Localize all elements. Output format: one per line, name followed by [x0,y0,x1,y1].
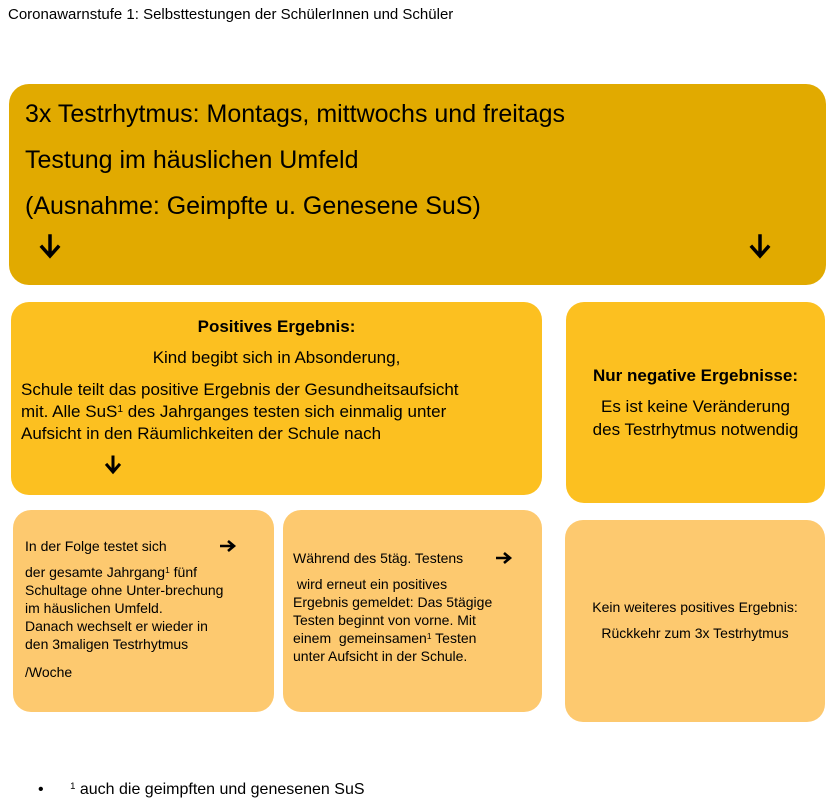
follow-up-line: /Woche [25,664,73,680]
follow-up-line: den 3maligen Testrhytmus [25,636,189,652]
testing-rhythm-box: 3x Testrhytmus: Montags, mittwochs und f… [9,84,826,285]
right-arrow-icon [496,552,513,564]
positive-line: mit. Alle SuS1 des Jahrganges testen sic… [21,402,447,421]
repeat-positive-line: Ergebnis gemeldet: Das 5tägige [293,594,493,610]
no-further-line: Kein weiteres positives Ergebnis: [592,599,798,615]
follow-up-line: der gesamte Jahrgang1 fünf [25,564,198,580]
rhythm-line: 3x Testrhytmus: Montags, mittwochs und f… [25,100,566,128]
positive-line: Schule teilt das positive Ergebnis der G… [21,380,459,399]
exception-line: (Ausnahme: Geimpfte u. Genesene SuS) [25,192,481,220]
down-arrow-icon [39,234,61,259]
footnote-text: auch die geimpften und genesenen SuS [75,781,365,798]
home-testing-line: Testung im häuslichen Umfeld [25,146,359,174]
negative-heading: Nur negative Ergebnisse: [592,366,798,385]
right-arrow-icon [220,540,237,552]
positive-line: Kind begibt sich in Absonderung, [152,348,401,367]
positive-line: Aufsicht in den Räumlichkeiten der Schul… [21,424,382,443]
repeat-positive-line: Testen beginnt von vorne. Mit [293,612,476,628]
no-further-line: Rückkehr zum 3x Testrhytmus [601,625,789,641]
bullet-icon: • [38,781,44,798]
down-arrow-icon [104,455,122,475]
follow-up-box: In der Folge testet sich der gesamte Jah… [13,510,274,712]
negative-result-box: Nur negative Ergebnisse: Es ist keine Ve… [566,302,825,503]
repeat-positive-line: einem gemeinsamen1 Testen [293,630,477,646]
negative-line: des Testrhytmus notwendig [592,420,799,439]
follow-up-line: Danach wechselt er wieder in [25,618,208,634]
repeat-positive-line: wird erneut ein positives [293,576,448,592]
follow-up-line: Schultage ohne Unter-brechung [25,582,224,598]
follow-up-line: In der Folge testet sich [25,538,167,554]
follow-up-line: im häuslichen Umfeld. [25,600,163,616]
positive-heading: Positives Ergebnis: [197,317,356,336]
down-arrow-icon [749,234,771,259]
page-title: Coronawarnstufe 1: Selbsttestungen der S… [8,6,454,23]
no-further-positive-box: Kein weiteres positives Ergebnis: Rückke… [565,520,825,722]
footnote: • 1 auch die geimpften und genesenen SuS [38,781,365,798]
repeat-positive-line: unter Aufsicht in der Schule. [293,648,468,664]
repeat-positive-line: Während des 5täg. Testens [293,550,464,566]
negative-line: Es ist keine Veränderung [600,397,790,416]
positive-result-box: Positives Ergebnis: Kind begibt sich in … [11,302,542,495]
repeat-positive-box: Während des 5täg. Testens wird erneut ei… [283,510,542,712]
